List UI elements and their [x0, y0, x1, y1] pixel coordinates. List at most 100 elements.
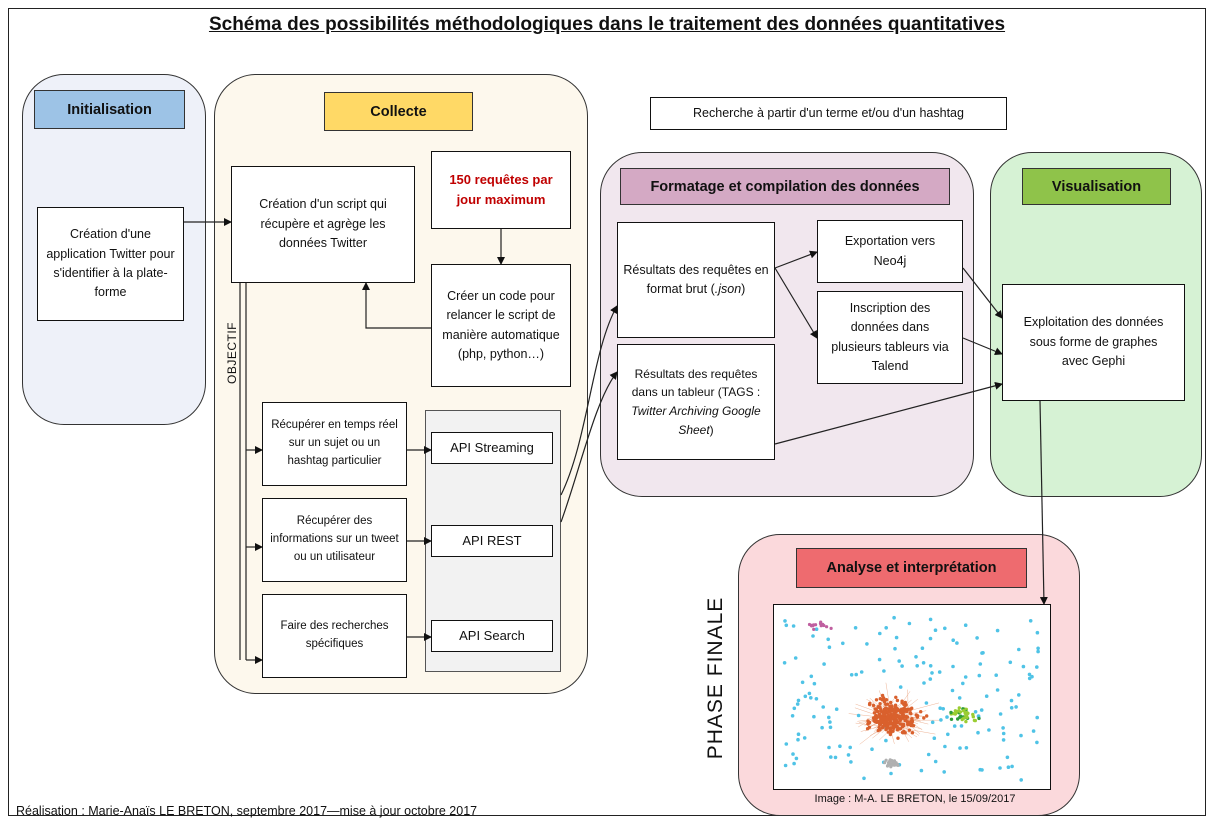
graph-node-blue	[846, 753, 851, 757]
graph-node-blue	[1001, 731, 1006, 736]
graph-node-blue	[958, 746, 962, 750]
graph-node-blue	[919, 768, 924, 773]
graph-node-blue	[951, 664, 955, 669]
graph-node-blue	[930, 671, 934, 675]
arrow-neo4j-to-gephi	[962, 267, 1003, 319]
graph-node-blue	[1030, 674, 1034, 679]
graph-node-blue	[915, 664, 919, 668]
graph-node-orange	[898, 722, 903, 726]
graph-node-gray	[885, 764, 890, 768]
graph-node-blue	[1008, 660, 1013, 665]
graph-node-pink	[812, 627, 816, 631]
graph-node-blue	[1017, 647, 1021, 652]
graph-node-blue	[841, 641, 845, 646]
graph-node-pink	[811, 624, 815, 628]
graph-node-blue	[951, 638, 955, 642]
graph-node-orange	[891, 716, 895, 720]
graph-node-orange	[893, 705, 898, 709]
graph-node-orange	[911, 724, 916, 728]
graph-node-orange	[878, 702, 882, 706]
graph-node-blue	[946, 732, 950, 737]
graph-node-gray	[888, 758, 892, 762]
arrow-apis-to-json	[560, 305, 618, 496]
spreadsheet-results-box: Résultats des requêtes dans un tableur (…	[617, 344, 775, 460]
graph-node-blue	[1009, 706, 1014, 710]
graph-node-blue	[1006, 765, 1011, 769]
api-search-box: API Search	[431, 620, 553, 652]
graph-node-gray	[896, 763, 900, 767]
graph-node-blue	[1027, 672, 1032, 677]
graph-node-blue	[900, 664, 904, 668]
graph-node-blue	[1017, 693, 1021, 697]
relaunch-code-box: Créer un code pour relancer le script de…	[431, 264, 571, 387]
graph-node-gray	[889, 765, 893, 769]
graph-node-green	[949, 717, 954, 721]
search-objective-box: Faire des recherches spécifiques	[262, 594, 407, 678]
graph-node-blue	[814, 697, 819, 701]
json-results-box: Résultats des requêtes en format brut (.…	[617, 222, 775, 338]
graph-node-blue	[928, 677, 933, 681]
graph-node-blue	[907, 621, 912, 626]
graph-node-blue	[862, 776, 866, 781]
graph-node-blue	[812, 714, 816, 719]
graph-node-orange	[907, 728, 912, 732]
graph-node-pink	[821, 622, 825, 626]
graph-node-blue	[979, 708, 984, 712]
graph-node-orange	[895, 698, 900, 703]
graph-node-green	[949, 710, 953, 715]
graph-node-green	[959, 714, 963, 718]
graph-node-blue	[963, 623, 968, 627]
graph-node-pink	[829, 626, 833, 630]
graph-node-orange	[886, 722, 891, 726]
graph-node-orange	[879, 716, 883, 720]
graph-node-blue	[849, 760, 853, 764]
graph-node-blue	[894, 635, 899, 640]
graph-node-orange	[906, 720, 910, 724]
graph-node-blue	[821, 705, 825, 709]
graph-node-blue	[1010, 764, 1014, 769]
graph-node-blue	[937, 670, 942, 674]
graph-node-blue	[920, 646, 925, 650]
graph-node-blue	[978, 767, 982, 772]
graph-node-blue	[834, 707, 839, 711]
graph-node-blue	[782, 661, 787, 665]
graph-node-blue	[803, 694, 808, 699]
graph-node-blue	[1036, 646, 1040, 651]
graph-node-blue	[795, 702, 800, 706]
info-objective-box: Récupérer des informations sur un tweet …	[262, 498, 407, 582]
graph-node-gray	[884, 758, 888, 762]
graph-node-blue	[884, 626, 888, 630]
graph-node-blue	[811, 634, 815, 638]
graph-node-blue	[950, 688, 955, 693]
graph-node-blue	[826, 637, 830, 642]
formatage-header: Formatage et compilation des données	[620, 168, 950, 205]
graph-node-blue	[1035, 630, 1040, 635]
graph-node-blue	[973, 710, 978, 714]
graph-node-blue	[942, 770, 946, 774]
graph-node-blue	[859, 670, 864, 674]
graph-node-blue	[1019, 778, 1023, 782]
graph-node-blue	[976, 730, 980, 735]
graph-node-green	[958, 710, 963, 714]
create-script-box: Création d'un script qui récupère et agr…	[231, 166, 415, 283]
initialisation-header: Initialisation	[34, 90, 185, 129]
neo4j-export-box: Exportation vers Neo4j	[817, 220, 963, 283]
graph-node-blue	[856, 713, 861, 718]
graph-node-green	[957, 706, 961, 710]
graph-node-orange	[874, 698, 879, 702]
graph-node-blue	[827, 715, 831, 720]
request-limit-box: 150 requêtes par jour maximum	[431, 151, 571, 229]
realtime-objective-box: Récupérer en temps réel sur un sujet ou …	[262, 402, 407, 486]
graph-node-orange	[901, 709, 905, 713]
graph-node-green	[960, 717, 964, 722]
graph-node-blue	[933, 628, 938, 632]
graph-node-green	[977, 716, 981, 721]
graph-node-blue	[943, 626, 947, 631]
graph-node-blue	[945, 715, 949, 719]
graph-node-orange	[882, 700, 887, 704]
graph-node-orange	[910, 706, 914, 710]
graph-node-blue	[1035, 665, 1039, 669]
graph-node-blue	[977, 673, 982, 678]
graph-node-blue	[802, 736, 807, 740]
graph-node-orange	[919, 710, 923, 714]
